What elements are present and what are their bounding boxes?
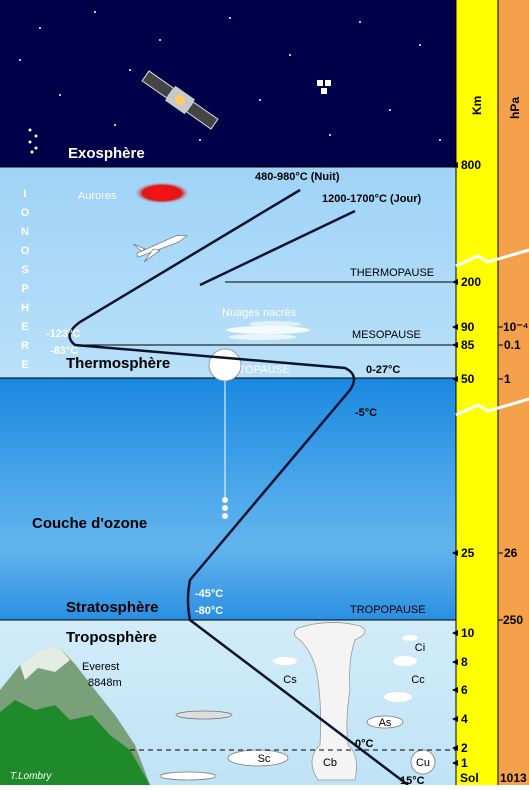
km-tick: 50 xyxy=(461,372,475,386)
everest-altitude: 8848m xyxy=(88,677,122,689)
temp-freezing: 0°C xyxy=(355,738,374,750)
aurora-glow xyxy=(134,182,190,204)
thermopause-label: THERMOPAUSE xyxy=(350,267,434,279)
stratosphere-band xyxy=(0,378,456,620)
everest-label: Everest xyxy=(82,661,119,673)
temp-day: 1200-1700°C (Jour) xyxy=(322,193,422,205)
ionosphere-letter: O xyxy=(21,207,30,219)
troposphere-label: Troposphère xyxy=(66,629,157,646)
ionosphere-letter: E xyxy=(21,359,28,371)
exosphere-label: Exosphère xyxy=(68,145,145,162)
cloud-label-sc: Sc xyxy=(258,753,271,765)
km-tick: 1 xyxy=(461,756,468,770)
cloud-label-cs: Cs xyxy=(283,674,297,686)
cloud-label-cb: Cb xyxy=(323,757,337,769)
km-tick: 10 xyxy=(461,626,475,640)
exosphere-band xyxy=(0,0,456,167)
thermosphere-label: Thermosphère xyxy=(66,355,170,372)
temp-stratopause: 0-27°C xyxy=(366,364,400,376)
temp-tropopause-low: -80°C xyxy=(195,605,223,617)
km-tick: 6 xyxy=(461,683,468,697)
hpa-tick: 10⁻⁴ xyxy=(503,320,529,334)
temp-mesopause-high: -123°C xyxy=(46,328,80,340)
stratosphere-label: Stratosphère xyxy=(66,599,159,616)
temp-tropopause-high: -45°C xyxy=(195,588,223,600)
ionosphere-letter: R xyxy=(21,340,29,352)
hpa-tick: 0.1 xyxy=(504,338,521,352)
cloud-label-cu: Cu xyxy=(416,757,430,769)
tropopause-label: TROPOPAUSE xyxy=(350,604,426,616)
km-tick: 85 xyxy=(461,338,475,352)
km-tick: 2 xyxy=(461,741,468,755)
km-tick: Sol xyxy=(460,771,479,785)
km-tick: 25 xyxy=(461,546,475,560)
km-tick: 800 xyxy=(461,158,481,172)
mesopause-label: MESOPAUSE xyxy=(352,329,421,341)
temp-night: 480-980°C (Nuit) xyxy=(255,171,340,183)
km-axis-title: Km xyxy=(470,96,484,115)
ionosphere-letter: N xyxy=(21,226,29,238)
ionosphere-letter: O xyxy=(21,245,30,257)
ionosphere-letter: I xyxy=(23,188,26,200)
km-tick: 90 xyxy=(461,320,475,334)
km-tick: 200 xyxy=(461,275,481,289)
hpa-axis-title: hPa xyxy=(508,97,522,119)
nacre-label: Nuages nacrés xyxy=(222,307,296,319)
cloud-label-cc: Cc xyxy=(411,674,425,686)
hpa-tick: 250 xyxy=(503,613,523,627)
ionosphere-letter: P xyxy=(21,283,28,295)
cloud-label-ci: Ci xyxy=(415,642,425,654)
ionosphere-letter: S xyxy=(21,264,28,276)
temp-mid-stratosphere: -5°C xyxy=(355,407,377,419)
ionosphere-letter: E xyxy=(21,321,28,333)
cloud-label-as: As xyxy=(379,717,392,729)
km-tick: 8 xyxy=(461,655,468,669)
credit-label: T.Lombry xyxy=(10,771,52,782)
ozone-label: Couche d'ozone xyxy=(32,515,147,532)
temp-mesopause-low: -83°C xyxy=(50,345,78,357)
hpa-tick: 1 xyxy=(504,372,511,386)
aurores-label: Aurores xyxy=(78,190,117,202)
ionosphere-letter: H xyxy=(21,302,29,314)
temp-ground: 15°C xyxy=(400,775,425,785)
hpa-tick: 1013 xyxy=(500,771,527,785)
hpa-tick: 26 xyxy=(504,546,518,560)
km-tick: 4 xyxy=(461,712,468,726)
